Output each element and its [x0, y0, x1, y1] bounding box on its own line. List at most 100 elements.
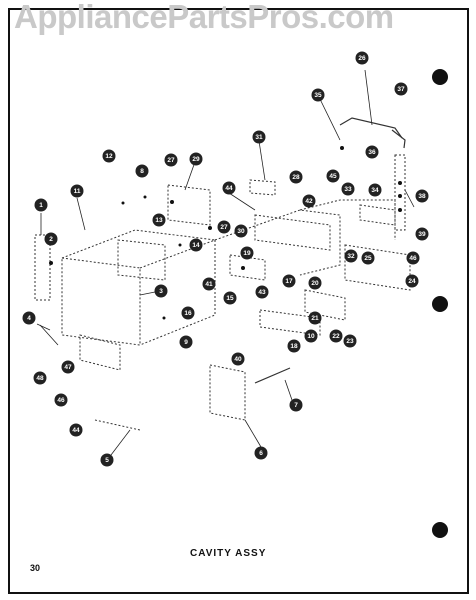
- callout-circle: [311, 88, 325, 102]
- callout-31: 31: [252, 130, 266, 144]
- leader-lines: [36, 69, 415, 456]
- callout-19: 19: [240, 246, 254, 260]
- callout-circle: [344, 249, 358, 263]
- callout-44: 44: [222, 181, 236, 195]
- callout-number: 11: [74, 188, 81, 195]
- callout-number: 15: [226, 295, 234, 302]
- callout-circle: [405, 274, 419, 288]
- callout-23: 23: [343, 334, 357, 348]
- binder-hole: [432, 69, 448, 85]
- callout-number: 4: [27, 315, 31, 322]
- callout-circle: [33, 371, 47, 385]
- callout-circle: [240, 246, 254, 260]
- callout-29: 29: [189, 152, 203, 166]
- callout-number: 28: [292, 174, 300, 181]
- callout-number: 35: [314, 92, 322, 99]
- callout-38: 38: [415, 189, 429, 203]
- callout-35: 35: [311, 88, 325, 102]
- callout-7: 7: [289, 398, 303, 412]
- callout-circle: [355, 51, 369, 65]
- callout-39: 39: [415, 227, 429, 241]
- callout-number: 47: [64, 364, 72, 371]
- callout-circle: [100, 453, 114, 467]
- callout-circle: [252, 130, 266, 144]
- callout-45: 45: [326, 169, 340, 183]
- callout-15: 15: [223, 291, 237, 305]
- callout-11: 11: [70, 184, 84, 198]
- callout-circle: [394, 82, 408, 96]
- callout-number: 42: [305, 198, 313, 205]
- callout-number: 27: [220, 224, 228, 231]
- callout-circle: [61, 360, 75, 374]
- part-outlines: [34, 117, 411, 431]
- callout-number: 18: [290, 343, 298, 350]
- callout-40: 40: [231, 352, 245, 366]
- callout-circle: [152, 213, 166, 227]
- callout-46: 46: [54, 393, 68, 407]
- callout-circle: [217, 220, 231, 234]
- callout-27: 27: [164, 153, 178, 167]
- callout-number: 22: [332, 333, 340, 340]
- callout-number: 25: [364, 255, 372, 262]
- callout-circle: [189, 238, 203, 252]
- callout-number: 37: [397, 86, 405, 93]
- callout-25: 25: [361, 251, 375, 265]
- callout-41: 41: [202, 277, 216, 291]
- callout-number: 30: [237, 228, 245, 235]
- callout-circle: [34, 198, 48, 212]
- callout-5: 5: [100, 453, 114, 467]
- callout-circle: [222, 181, 236, 195]
- callout-number: 44: [225, 185, 233, 192]
- callout-circle: [289, 398, 303, 412]
- callout-44: 44: [69, 423, 83, 437]
- callout-number: 43: [258, 289, 266, 296]
- callout-circle: [234, 224, 248, 238]
- binder-hole: [432, 296, 448, 312]
- callout-number: 6: [259, 450, 263, 457]
- callout-46: 46: [406, 251, 420, 265]
- callout-26: 26: [355, 51, 369, 65]
- callout-circle: [341, 182, 355, 196]
- callout-circle: [361, 251, 375, 265]
- callout-10: 10: [304, 329, 318, 343]
- callout-circle: [343, 334, 357, 348]
- callout-number: 7: [294, 402, 298, 409]
- callout-circle: [406, 251, 420, 265]
- callout-circle: [231, 352, 245, 366]
- callout-circle: [289, 170, 303, 184]
- callout-33: 33: [341, 182, 355, 196]
- binder-hole: [432, 522, 448, 538]
- callout-2: 2: [44, 232, 58, 246]
- callout-circle: [308, 311, 322, 325]
- callout-number: 12: [105, 153, 113, 160]
- callout-circle: [102, 149, 116, 163]
- callout-number: 17: [285, 278, 293, 285]
- callout-circle: [164, 153, 178, 167]
- callout-number: 33: [344, 186, 352, 193]
- callout-circle: [368, 183, 382, 197]
- callout-circle: [54, 393, 68, 407]
- callout-circle: [287, 339, 301, 353]
- callout-13: 13: [152, 213, 166, 227]
- callout-number: 8: [140, 168, 144, 175]
- callout-number: 13: [155, 217, 163, 224]
- callout-circle: [304, 329, 318, 343]
- callout-circle: [70, 184, 84, 198]
- callout-37: 37: [394, 82, 408, 96]
- callout-1: 1: [34, 198, 48, 212]
- callout-circle: [326, 169, 340, 183]
- callout-number: 9: [184, 339, 188, 346]
- callout-circle: [179, 335, 193, 349]
- callout-circle: [154, 284, 168, 298]
- callout-24: 24: [405, 274, 419, 288]
- parts-sheet: [8, 8, 469, 594]
- callout-number: 46: [409, 255, 417, 262]
- callout-32: 32: [344, 249, 358, 263]
- callout-number: 24: [408, 278, 416, 285]
- callout-number: 2: [49, 236, 53, 243]
- callout-number: 16: [184, 310, 192, 317]
- callout-number: 48: [36, 375, 44, 382]
- callout-circle: [202, 277, 216, 291]
- callout-number: 44: [72, 427, 80, 434]
- callout-number: 1: [39, 202, 43, 209]
